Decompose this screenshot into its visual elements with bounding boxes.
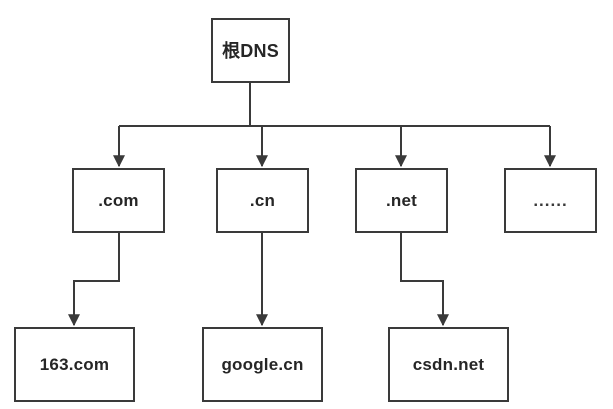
node-domain-163com-label: 163.com bbox=[39, 355, 110, 374]
node-root-dns-label: 根DNS bbox=[222, 40, 279, 61]
node-tld-com[interactable]: .com bbox=[72, 168, 165, 233]
node-domain-csdnnet-label: csdn.net bbox=[412, 355, 485, 374]
node-domain-googlecn-label: google.cn bbox=[221, 355, 304, 374]
node-tld-net-label: .net bbox=[385, 191, 418, 210]
node-tld-cn-label: .cn bbox=[249, 191, 276, 210]
edge-com-to-163com bbox=[68, 233, 120, 327]
node-root-dns[interactable]: 根DNS bbox=[211, 18, 290, 83]
node-tld-net[interactable]: .net bbox=[355, 168, 448, 233]
node-tld-ellipsis[interactable]: ...... bbox=[504, 168, 597, 233]
node-tld-cn[interactable]: .cn bbox=[216, 168, 309, 233]
node-tld-ellipsis-label: ...... bbox=[533, 191, 568, 210]
node-domain-googlecn[interactable]: google.cn bbox=[202, 327, 323, 402]
edge-net-to-csdnnet bbox=[400, 233, 449, 327]
node-domain-csdnnet[interactable]: csdn.net bbox=[388, 327, 509, 402]
node-tld-com-label: .com bbox=[98, 191, 139, 210]
node-domain-163com[interactable]: 163.com bbox=[14, 327, 135, 402]
